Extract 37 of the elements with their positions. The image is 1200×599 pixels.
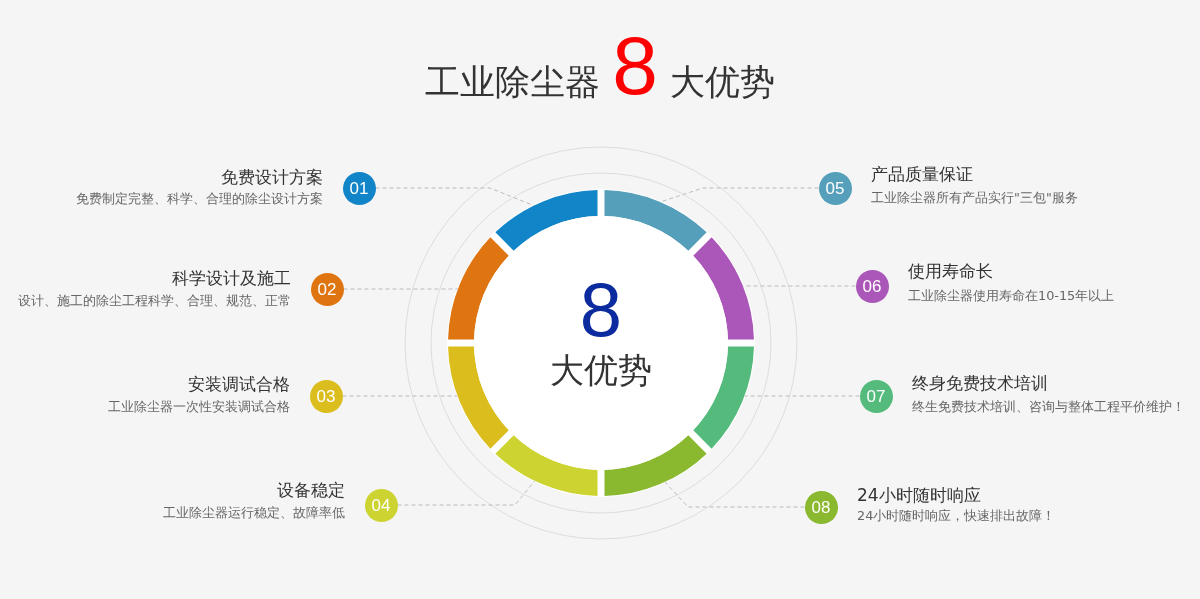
item-heading: 使用寿命长 — [908, 261, 993, 281]
ring-segment — [448, 237, 509, 340]
item-description: 工业除尘器一次性安装调试合格 — [108, 399, 290, 415]
number-badge: 01 — [342, 171, 376, 205]
ring-segment — [604, 435, 707, 496]
item-heading: 终身免费技术培训 — [912, 373, 1048, 393]
item-description: 终生免费技术培训、咨询与整体工程平价维护！ — [912, 399, 1185, 415]
ring-segment — [495, 190, 598, 251]
item-heading: 免费设计方案 — [221, 167, 323, 187]
item-description: 免费制定完整、科学、合理的除尘设计方案 — [76, 191, 323, 207]
number-badge: 02 — [310, 272, 344, 306]
number-badge: 06 — [855, 269, 889, 303]
item-description: 设计、施工的除尘工程科学、合理、规范、正常 — [18, 293, 291, 309]
number-badge: 07 — [859, 379, 893, 413]
item-heading: 科学设计及施工 — [172, 268, 291, 288]
ring-segment — [448, 346, 509, 449]
leader-line — [397, 480, 536, 506]
center-caption: 大优势 — [550, 353, 652, 387]
item-description: 工业除尘器使用寿命在10-15年以上 — [908, 288, 1115, 304]
leader-line — [664, 481, 805, 508]
big-number: 8 — [579, 272, 623, 348]
item-heading: 产品质量保证 — [871, 164, 973, 184]
number-badge: 04 — [364, 488, 398, 522]
item-heading: 安装调试合格 — [188, 374, 290, 394]
item-heading: 设备稳定 — [277, 480, 345, 500]
number-badge: 03 — [309, 379, 343, 413]
leader-line — [375, 187, 535, 207]
number-badge: 05 — [818, 171, 852, 205]
number-badge: 08 — [804, 490, 838, 524]
item-description: 24小时随时响应，快速排出故障！ — [857, 508, 1056, 524]
ring-segment — [604, 190, 707, 251]
ring-segment — [693, 237, 754, 340]
item-heading: 24小时随时响应 — [857, 485, 981, 505]
ring-segment — [495, 435, 598, 496]
ring-segment — [693, 346, 754, 449]
item-description: 工业除尘器运行稳定、故障率低 — [163, 505, 345, 521]
item-description: 工业除尘器所有产品实行"三包"服务 — [871, 190, 1078, 206]
